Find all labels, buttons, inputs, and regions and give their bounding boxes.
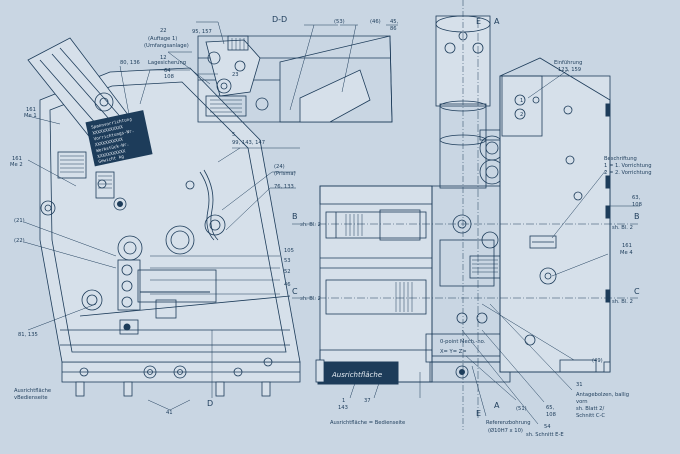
section-marker-c-left: C bbox=[292, 287, 298, 296]
ref-99: 99, 143, 147 bbox=[232, 140, 265, 146]
nameplate: Spannvorrichtung XXXXXXXXXXXX Vorrichtun… bbox=[85, 110, 153, 167]
referenzbohrung-2: (Ø10H7 x 10) bbox=[488, 427, 523, 434]
section-lines: B B C C E A E A sh. Bl. 2 sh. Bl. 2 sh. … bbox=[207, 17, 640, 418]
ausricht-mid: Ausrichtfläche = Bedienseite bbox=[330, 420, 405, 426]
ref-86: 86 bbox=[390, 26, 397, 32]
ref-5: 5 bbox=[232, 132, 235, 138]
left-fixture-view: Spannvorrichtung XXXXXXXXXXXX Vorrichtun… bbox=[27, 37, 301, 397]
ref-149: (49) bbox=[592, 358, 603, 364]
ref-95: 95, 157 bbox=[192, 29, 212, 35]
ref-52: 52 bbox=[284, 269, 291, 275]
beschriftung: Beschriftung bbox=[604, 156, 637, 162]
leader-lines bbox=[23, 21, 640, 425]
ref-161-me2-sub: Me 2 bbox=[10, 162, 23, 168]
ausricht-left: Ausrichtfläche bbox=[14, 388, 51, 394]
ref-37: 37 bbox=[364, 398, 371, 404]
sh-bl-b-left: sh. Bl. 2 bbox=[300, 222, 321, 228]
ref-51: (51) bbox=[516, 406, 527, 412]
sh-bl-b-right: sh. Bl. 2 bbox=[612, 225, 633, 231]
section-marker-b-right: B bbox=[634, 212, 640, 221]
ref-81: 81, 135 bbox=[18, 332, 38, 338]
ref-143: 143 bbox=[338, 405, 348, 411]
ref-105: 105 bbox=[284, 248, 294, 254]
section-marker-e-bottom: E bbox=[476, 409, 481, 418]
ref-31: 31 bbox=[576, 382, 583, 388]
front-left-block bbox=[319, 185, 433, 383]
ref-21: (21) bbox=[14, 218, 25, 224]
antage-1: Antagebolzen, ballig bbox=[576, 392, 629, 398]
ref-24-sub: (Prisma) bbox=[274, 171, 296, 177]
data-plate-line-2: X= Y= Z= bbox=[440, 349, 467, 355]
ausrichtflaeche-plate-label: Ausrichtfläche bbox=[331, 371, 382, 379]
ref-54: 54 bbox=[544, 424, 551, 430]
section-marker-a-bottom: A bbox=[494, 401, 500, 410]
section-dd-view: D-D bbox=[197, 15, 393, 123]
ref-65: 65, bbox=[546, 405, 555, 411]
data-plate-line-1: 0-point Mech.-no. bbox=[440, 339, 486, 345]
einfuehrung: Einführung bbox=[554, 60, 582, 66]
ref-22-sub: (Auftage 1) bbox=[148, 36, 177, 42]
ref-108c: 108 bbox=[546, 412, 556, 418]
fixture-marker-2: 2 bbox=[520, 112, 523, 118]
antage-3: sh. Blatt 2/ bbox=[576, 406, 604, 412]
ausricht-left-2: vBedienseite bbox=[14, 395, 48, 401]
ref-80: 80, 136 bbox=[120, 60, 140, 66]
ref-54-sub: sh. Schnitt E-E bbox=[526, 432, 564, 438]
ref-23: 23 bbox=[232, 72, 239, 78]
antage-2: vorn bbox=[576, 399, 588, 405]
antage-4: Schnitt C-C bbox=[576, 413, 605, 419]
einfuehrung-sub: 123, 159 bbox=[558, 67, 581, 73]
section-marker-c-right: C bbox=[634, 287, 640, 296]
ref-46-top: (46) bbox=[370, 19, 381, 25]
section-marker-b-left: B bbox=[292, 212, 298, 221]
ref-161-me1-sub: Me 1 bbox=[24, 113, 37, 119]
section-dd-title: D-D bbox=[272, 15, 287, 24]
nameplate-line-6: XXXXXXXXXXX bbox=[97, 148, 126, 160]
ref-161-me1: 161 bbox=[26, 107, 36, 113]
sh-bl-c-right: sh. Bl. 2 bbox=[612, 299, 633, 305]
ref-108: 108 bbox=[164, 74, 174, 80]
ref-108b: 108 bbox=[632, 202, 642, 208]
ref-22-sub2: (Umfangsanlage) bbox=[144, 43, 189, 49]
section-marker-e-top: E bbox=[476, 17, 481, 26]
beschriftung-1: 1 = 1. Vorrichtung bbox=[604, 163, 652, 169]
beschriftung-2: 2 = 2. Vorrichtung bbox=[604, 170, 652, 176]
front-view: Ausrichtfläche 0-point Mech.-no. X= Y= bbox=[315, 0, 541, 430]
ref-22: 22 bbox=[160, 28, 167, 34]
ref-161-me4-sub: Me 4 bbox=[620, 250, 633, 256]
ref-161-me4: 161 bbox=[622, 243, 632, 249]
nameplate-line-7: Gewicht kg bbox=[98, 154, 125, 165]
sh-bl-c-left: sh. Bl. 2 bbox=[300, 296, 321, 302]
ref-76: 76, 133 bbox=[274, 184, 294, 190]
ref-53: 53 bbox=[284, 258, 291, 264]
section-marker-a-top: A bbox=[494, 17, 500, 26]
referenzbohrung: Referenzbohrung bbox=[486, 420, 531, 426]
ref-161-me2: 161 bbox=[12, 156, 22, 162]
ref-12-sub: Lagesicherung bbox=[148, 60, 186, 66]
section-marker-d: D bbox=[207, 399, 213, 408]
annotations: 22 (Auftage 1) (Umfangsanlage) 95, 157 1… bbox=[10, 19, 652, 438]
ref-1: 1 bbox=[342, 398, 345, 404]
ref-53-top: (53) bbox=[334, 19, 345, 25]
ref-45: 45, bbox=[390, 19, 399, 25]
fixture-marker-1: 1 bbox=[520, 98, 523, 104]
ref-12: 12 bbox=[160, 55, 167, 61]
ref-46b: 46 bbox=[284, 282, 291, 288]
ref-41: 41 bbox=[166, 410, 173, 416]
nameplate-line-4: XXXXXXXXXXX bbox=[94, 136, 123, 148]
ref-64: 64 bbox=[164, 68, 171, 74]
ref-24: (24) bbox=[274, 164, 285, 170]
ref-22b: (22) bbox=[14, 238, 25, 244]
ref-63: 63, bbox=[632, 195, 641, 201]
